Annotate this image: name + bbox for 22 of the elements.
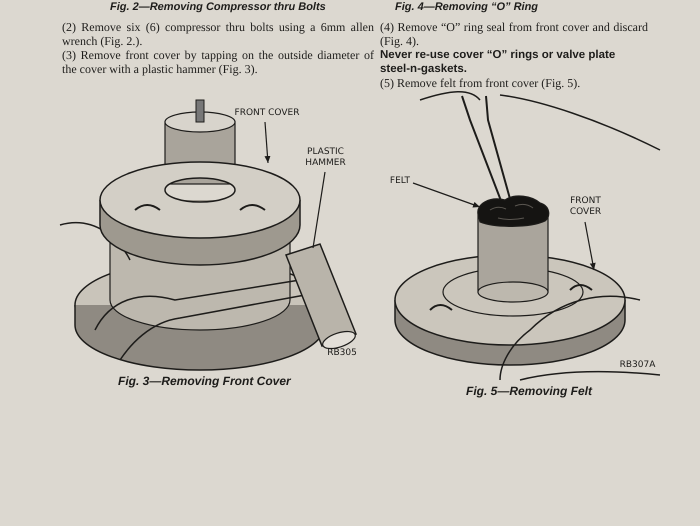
instruction-text: (5) Remove felt from front cover (Fig. 5). [380,76,582,90]
warning-text: Never re-use cover “O” rings or valve plate steel-n-gaskets. [380,48,616,76]
felt-drawing [477,195,550,227]
callout-label: FRONT COVER [563,196,608,218]
callout-label: FRONT COVER [232,108,302,119]
figure-caption: Fig. 3—Removing Front Cover [118,374,291,388]
figure-heading: Fig. 4—Removing “O” Ring [395,1,538,13]
leader-line [584,222,596,270]
instruction-text: (3) Remove front cover by tapping on the outside diameter of the cover with a plastic hammer (Fig. 3). [62,48,374,76]
leader-line [264,122,270,164]
front-cover [99,161,301,266]
leader-line [412,182,480,208]
figure-code: RB307A [618,360,656,371]
callout-label: FELT [386,176,414,187]
instruction-text: (4) Remove “O” ring seal from front cover and discard (Fig. 4). [380,20,648,48]
figure-heading: Fig. 2—Removing Compressor thru Bolts [110,1,326,13]
leader-line [312,172,326,248]
figure-caption: Fig. 5—Removing Felt [466,384,592,398]
instruction-text: (2) Remove six (6) compressor thru bolts using a 6mm allen wrench (Fig. 2.). [62,20,374,48]
figure-code: RB305 [326,348,358,359]
hammer-drawing [285,243,357,350]
callout-label: PLASTIC HAMMER [298,147,353,169]
